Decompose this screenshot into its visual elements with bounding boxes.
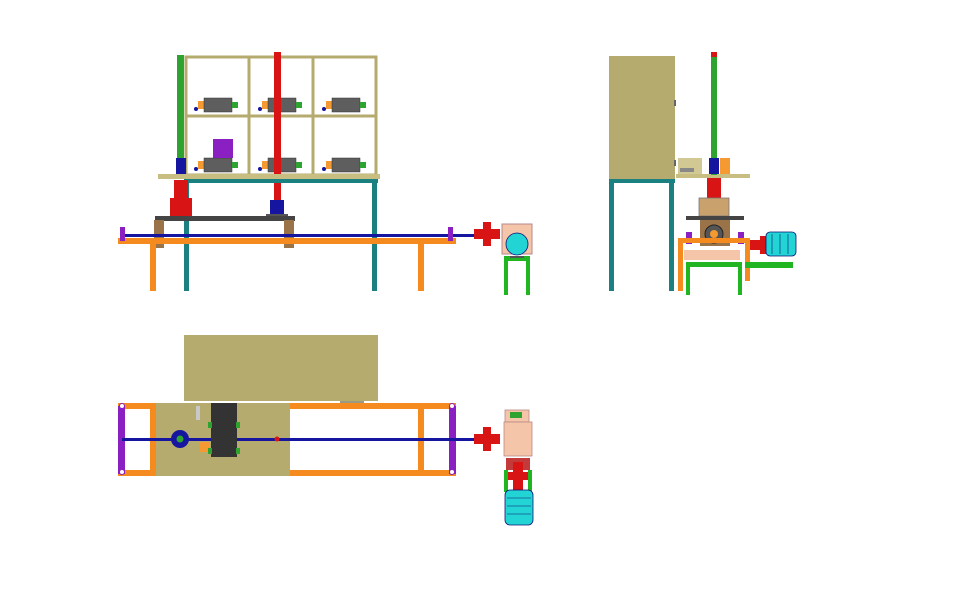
plan-cabinet: [184, 335, 378, 401]
red-column: [274, 52, 281, 202]
end-block-right: [448, 227, 453, 241]
side-table-frame: [609, 179, 675, 291]
end-block-left: [120, 227, 125, 241]
gearbox: [501, 223, 533, 256]
belt-plate: [155, 216, 295, 221]
top-plan: [118, 335, 534, 526]
drive-shaft: [122, 234, 474, 237]
plan-red-marker: [274, 436, 280, 442]
side-motor: [765, 231, 797, 257]
front-elevation: [118, 52, 533, 295]
side-green-column: [711, 55, 717, 175]
side-tabletop: [676, 174, 750, 178]
purple-block: [213, 139, 233, 158]
right-column-base: [266, 200, 288, 218]
plan-head: [196, 403, 240, 457]
side-coupling: [750, 236, 766, 254]
table-top: [158, 174, 380, 179]
coupling: [474, 222, 500, 246]
plan-motor: [504, 489, 534, 526]
plan-coupling-vertical: [506, 462, 530, 490]
side-elevation: [609, 52, 797, 295]
orange-base-frame: [118, 238, 456, 291]
side-green-stand: [686, 262, 793, 295]
plan-gearbox: [503, 409, 533, 457]
side-red-column: [707, 178, 721, 200]
left-column-assembly: [170, 158, 192, 218]
side-cabinet: [609, 56, 675, 180]
motor-stand: [504, 256, 530, 295]
green-column: [177, 55, 184, 175]
plan-coupling: [474, 427, 500, 451]
plan-end-left: [118, 406, 125, 474]
plan-drive-shaft: [122, 438, 474, 441]
